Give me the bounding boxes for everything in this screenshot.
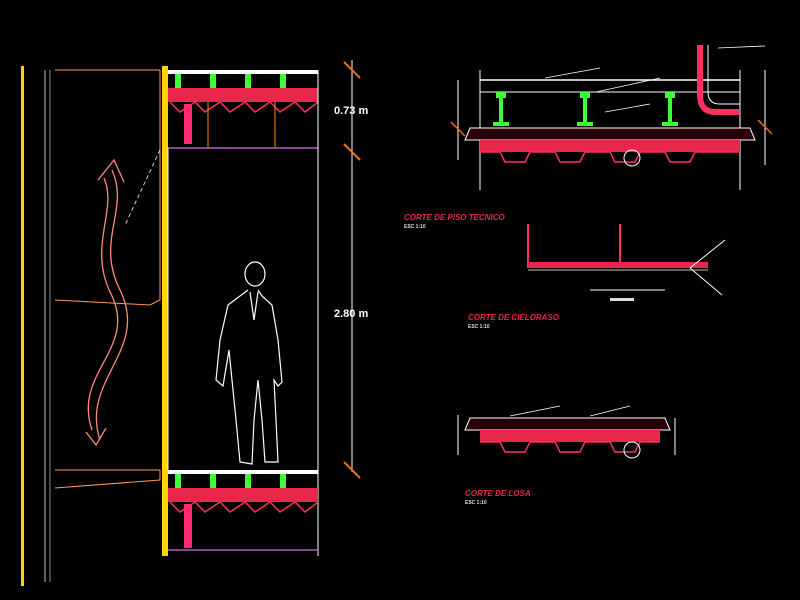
slab-topping-lower bbox=[464, 417, 671, 431]
slab-detail bbox=[457, 405, 676, 459]
human-figure bbox=[215, 261, 283, 465]
bottom-slab-concrete bbox=[168, 488, 318, 502]
raised-floor-detail bbox=[450, 45, 773, 190]
slab-topping bbox=[464, 127, 756, 141]
floor-pedestals bbox=[493, 92, 678, 126]
airflow-arrowhead bbox=[97, 158, 125, 183]
column-yellow bbox=[162, 66, 168, 556]
slab-title: CORTE DE LOSA bbox=[465, 489, 531, 498]
ceiling-height-label: 0.73 m bbox=[334, 105, 368, 117]
detail-callout bbox=[623, 149, 641, 167]
top-slab-concrete bbox=[168, 88, 318, 102]
glazing-outline bbox=[54, 69, 161, 306]
bottom-slab-pedestals bbox=[175, 474, 286, 488]
airflow-curve bbox=[95, 169, 129, 441]
ceiling-board bbox=[528, 262, 708, 268]
detail-callout-lower bbox=[623, 441, 641, 459]
glazing-outline-lower bbox=[54, 469, 161, 489]
dim-tick-2 bbox=[343, 143, 361, 161]
top-beam bbox=[184, 104, 192, 144]
dim-tick-1 bbox=[343, 61, 361, 79]
steel-deck bbox=[480, 151, 740, 163]
cable-conduit bbox=[697, 45, 740, 115]
airflow-tail bbox=[85, 427, 107, 447]
steel-deck-lower bbox=[480, 441, 660, 453]
slab-top-line bbox=[168, 70, 318, 74]
ceiling-detail bbox=[527, 224, 726, 301]
building-section: 0.73 m 2.80 m bbox=[21, 60, 368, 586]
raised-floor-title: CORTE DE PISO TECNICO bbox=[404, 213, 506, 222]
top-deck-profile bbox=[169, 101, 319, 113]
dim-tick-3 bbox=[343, 461, 361, 479]
ceiling-scale: ESC 1:10 bbox=[468, 324, 490, 330]
facade-mullion bbox=[21, 66, 24, 586]
bottom-beam bbox=[184, 504, 192, 548]
slab-concrete bbox=[480, 140, 740, 152]
cable-conduit-edge bbox=[707, 45, 740, 105]
raised-floor-scale: ESC 1:10 bbox=[404, 224, 426, 230]
slab-concrete-lower bbox=[480, 430, 660, 442]
room-height-label: 2.80 m bbox=[334, 308, 368, 320]
top-slab-pedestals bbox=[175, 74, 286, 88]
floor-line bbox=[168, 470, 318, 474]
slab-scale: ESC 1:10 bbox=[465, 500, 487, 506]
ceiling-title: CORTE DE CIELORASO bbox=[468, 313, 560, 322]
diagonal-dashed bbox=[124, 149, 161, 226]
bottom-deck-profile bbox=[169, 501, 319, 513]
airflow-curve-2 bbox=[87, 177, 119, 431]
